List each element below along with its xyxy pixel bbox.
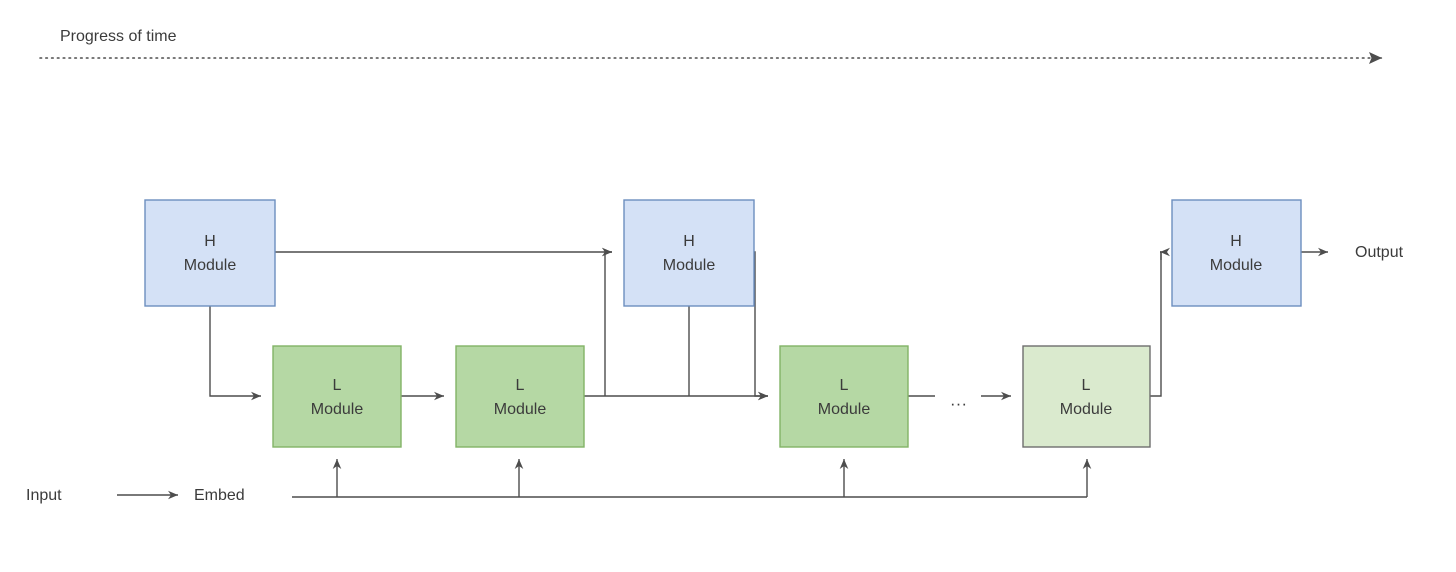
- edge-l4-to-h3: [1160, 247, 1170, 260]
- node-l-module-3-box[interactable]: [779, 345, 909, 448]
- node-l-module-4-line1: L: [1082, 377, 1091, 394]
- node-h-module-2[interactable]: H Module: [623, 199, 755, 307]
- embed-label: Embed: [194, 487, 245, 504]
- input-label: Input: [26, 487, 62, 504]
- ellipsis-label: ...: [950, 390, 967, 409]
- node-h-module-3-line1: H: [1230, 233, 1242, 250]
- edge-l4-to-h3-riser: [1150, 251, 1162, 397]
- node-l-module-1-line1: L: [333, 377, 342, 394]
- node-h-module-2-box[interactable]: [623, 199, 755, 307]
- node-l-module-1-box[interactable]: [272, 345, 402, 448]
- node-h-module-1-line1: H: [204, 233, 216, 250]
- node-l-module-2-line2: Module: [494, 401, 547, 418]
- node-l-module-1[interactable]: L Module: [272, 345, 402, 448]
- edge-h1-to-l1: [209, 306, 261, 401]
- node-h-module-1-box[interactable]: [144, 199, 276, 307]
- node-l-module-3[interactable]: L Module: [779, 345, 909, 448]
- node-l-module-2[interactable]: L Module: [455, 345, 585, 448]
- node-h-module-3-line2: Module: [1210, 257, 1263, 274]
- node-h-module-3-box[interactable]: [1171, 199, 1302, 307]
- progress-of-time-label: Progress of time: [60, 28, 177, 45]
- edge-h2-to-l3: [754, 251, 768, 401]
- node-l-module-3-line2: Module: [818, 401, 871, 418]
- edge-l2-to-h2: [602, 247, 612, 396]
- node-l-module-4[interactable]: L Module: [1022, 345, 1151, 448]
- node-h-module-2-line1: H: [683, 233, 695, 250]
- node-l-module-4-line2: Module: [1060, 401, 1113, 418]
- node-h-module-1-line2: Module: [184, 257, 237, 274]
- node-l-module-2-line1: L: [516, 377, 525, 394]
- output-label: Output: [1355, 244, 1404, 261]
- node-h-module-3[interactable]: H Module: [1171, 199, 1302, 307]
- node-l-module-2-box[interactable]: [455, 345, 585, 448]
- node-l-module-1-line2: Module: [311, 401, 364, 418]
- node-h-module-1[interactable]: H Module: [144, 199, 276, 307]
- node-h-module-2-line2: Module: [663, 257, 716, 274]
- node-l-module-3-line1: L: [840, 377, 849, 394]
- node-l-module-4-box[interactable]: [1022, 345, 1151, 448]
